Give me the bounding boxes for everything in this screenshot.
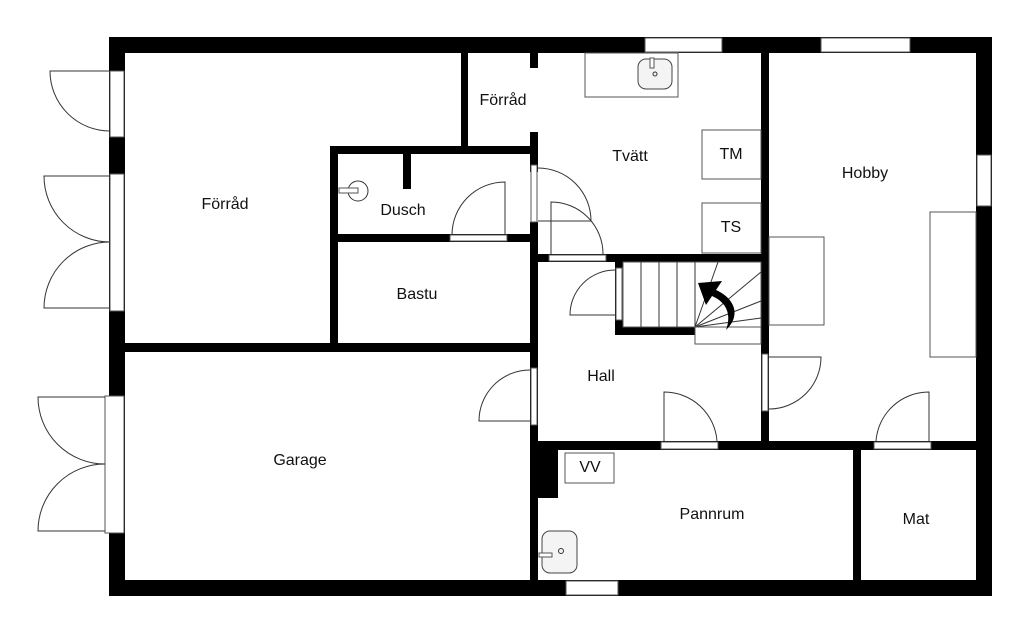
hobby-table — [768, 236, 825, 326]
water-heater — [564, 452, 615, 484]
sink-icon — [637, 58, 673, 90]
room-label-tvatt: Tvätt — [612, 148, 648, 165]
room-label-garage: Garage — [273, 452, 327, 469]
room-label-forrad-small: Förråd — [479, 92, 527, 109]
door-thresholds — [449, 164, 932, 450]
interior-walls — [125, 53, 976, 580]
room-label-pannrum: Pannrum — [679, 506, 745, 523]
stair-direction-arrow-icon — [698, 281, 735, 330]
room-label-dusch: Dusch — [380, 202, 426, 219]
appliance-label-tm: TM — [719, 146, 743, 163]
room-label-bastu: Bastu — [396, 286, 438, 303]
washing-machine — [701, 129, 762, 180]
room-label-mat: Mat — [902, 511, 930, 528]
windows — [104, 37, 992, 596]
door-swings — [37, 70, 930, 532]
fixtures — [338, 52, 977, 574]
appliance-label-ts: TS — [720, 219, 742, 236]
room-label-hall: Hall — [587, 368, 615, 385]
pannrum-sink-icon — [541, 530, 578, 574]
appliance-label-vv: VV — [579, 459, 601, 476]
staircase — [622, 261, 762, 345]
room-label-forrad-large: Förråd — [201, 196, 249, 213]
hobby-bench — [929, 211, 977, 358]
dryer — [701, 202, 762, 254]
room-label-hobby: Hobby — [841, 165, 889, 182]
